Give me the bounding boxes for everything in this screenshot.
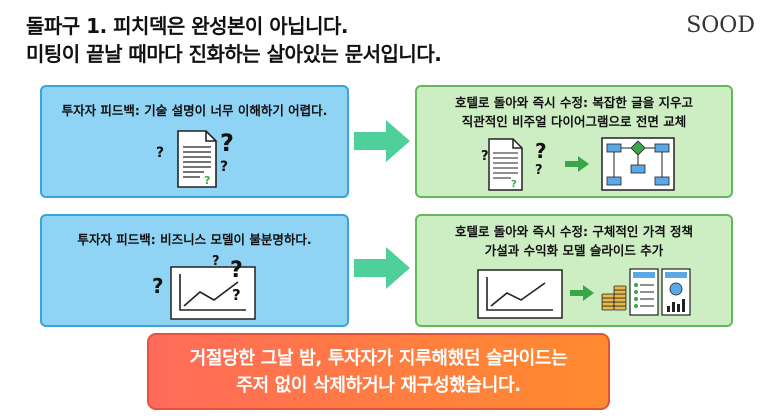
line-chart-icon [170, 266, 256, 320]
title-line-2: 미팅이 끝날 때마다 진화하는 살아있는 문서입니다. [26, 42, 442, 66]
bar-chart-icon [661, 268, 691, 316]
banner-line-2: 주저 없이 삭제하거나 재구성했습니다. [236, 375, 521, 396]
document-icon: ? [177, 130, 217, 188]
document-icon: ? [488, 138, 523, 191]
fix-card-diagram: 호텔로 돌아와 즉시 수정: 복잡한 글을 지우고 직관적인 비주얼 다이어그램… [415, 85, 733, 198]
question-mark-icon: ? [220, 129, 234, 157]
right-arrow-icon [354, 120, 410, 162]
line-chart-icon [477, 269, 563, 319]
fix-text-diagram: 호텔로 돌아와 즉시 수정: 복잡한 글을 지우고 직관적인 비주얼 다이어그램… [417, 93, 731, 131]
feedback-card-business: 투자자 피드백: 비즈니스 모델이 불분명하다. ? ? ? ? [40, 214, 349, 327]
fix-text-pricing: 호텔로 돌아와 즉시 수정: 구체적인 가격 정책 가설과 수익화 모델 슬라이… [417, 222, 731, 260]
brand-logo: SOOD [686, 13, 755, 38]
feedback-text-tech: 투자자 피드백: 기술 설명이 너무 이해하기 어렵다. [61, 103, 328, 118]
svg-text:?: ? [204, 174, 210, 187]
question-mark-icon: ? [156, 145, 165, 161]
pricing-sheet-icon [629, 268, 659, 316]
title-line-1: 돌파구 1. 피치덱은 완성본이 아닙니다. [26, 14, 348, 38]
question-mark-icon: ? [230, 258, 243, 283]
question-mark-icon: ? [481, 149, 489, 164]
question-mark-icon: ? [232, 286, 241, 304]
right-arrow-icon [354, 247, 410, 289]
question-mark-icon: ? [535, 139, 547, 163]
question-mark-icon: ? [220, 159, 229, 175]
coins-icon [601, 285, 627, 311]
feedback-card-tech: 투자자 피드백: 기술 설명이 너무 이해하기 어렵다. ? ? ? ? [40, 85, 349, 198]
page-title: 돌파구 1. 피치덱은 완성본이 아닙니다. 미팅이 끝날 때마다 진화하는 살… [26, 12, 442, 68]
small-arrow-icon [565, 156, 589, 172]
svg-text:?: ? [511, 179, 517, 190]
fix-text-diagram-line2: 직관적인 비주얼 다이어그램으로 전면 교체 [461, 114, 687, 129]
small-arrow-icon [570, 285, 594, 301]
conclusion-banner: 거절당한 그날 밤, 투자자가 지루해했던 슬라이드는 주저 없이 삭제하거나 … [147, 333, 610, 410]
fix-text-pricing-line2: 가설과 수익화 모델 슬라이드 추가 [484, 243, 664, 258]
fix-text-pricing-line1: 호텔로 돌아와 즉시 수정: 구체적인 가격 정책 [454, 224, 694, 239]
question-mark-icon: ? [152, 274, 164, 298]
feedback-text-business: 투자자 피드백: 비즈니스 모델이 불분명하다. [77, 232, 312, 247]
fix-card-pricing: 호텔로 돌아와 즉시 수정: 구체적인 가격 정책 가설과 수익화 모델 슬라이… [415, 214, 733, 327]
fix-text-diagram-line1: 호텔로 돌아와 즉시 수정: 복잡한 글을 지우고 [454, 95, 694, 110]
banner-line-1: 거절당한 그날 밤, 투자자가 지루해했던 슬라이드는 [189, 348, 568, 369]
question-mark-icon: ? [212, 254, 220, 269]
flowchart-icon [601, 137, 675, 191]
question-mark-icon: ? [535, 163, 543, 178]
